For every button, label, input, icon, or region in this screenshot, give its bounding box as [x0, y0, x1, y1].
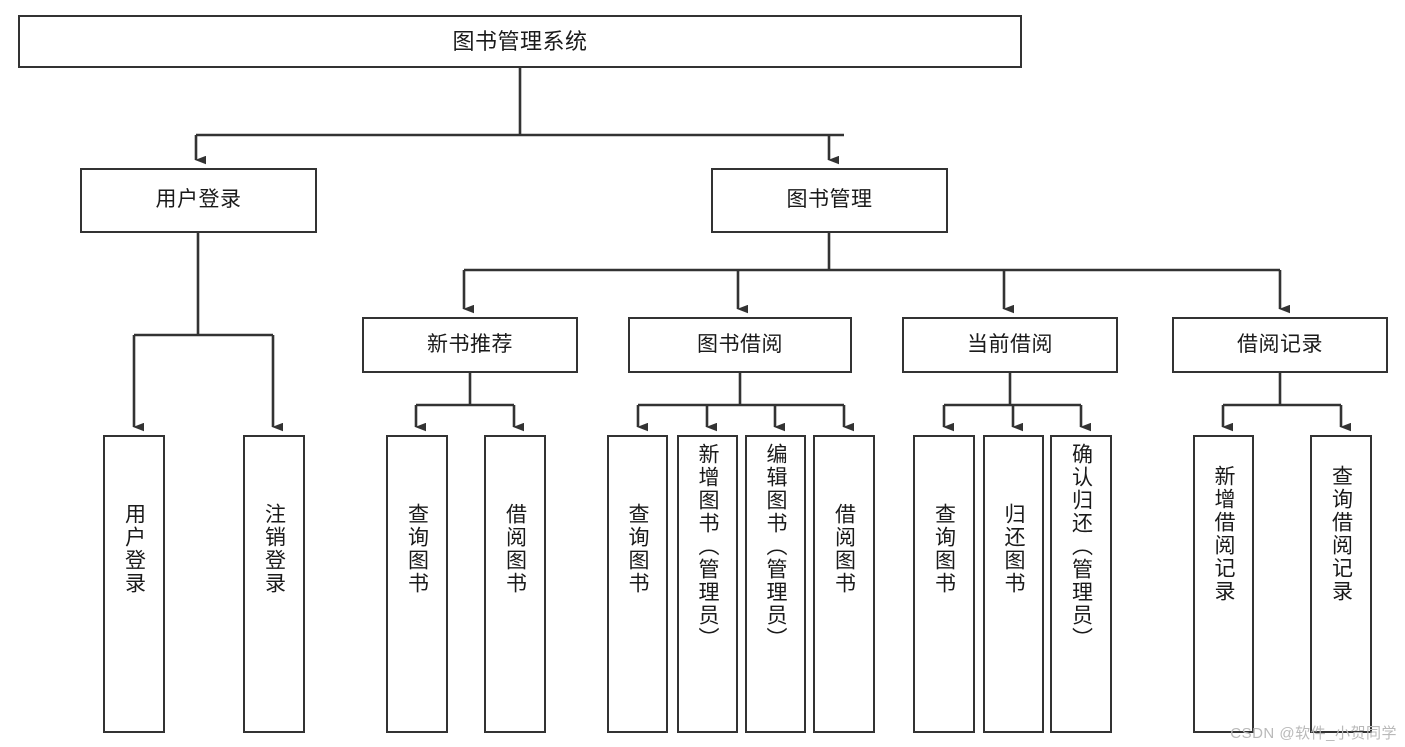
node-label: 新增图书（管理员）	[696, 443, 719, 650]
leaf-borrow-book-recommend[interactable]: 借阅图书	[484, 435, 546, 733]
node-current-borrow[interactable]: 当前借阅	[902, 317, 1118, 373]
node-label: 查询图书	[626, 503, 649, 595]
node-user-login[interactable]: 用户登录	[80, 168, 317, 233]
node-label: 注销登录	[262, 503, 286, 595]
node-label: 确认归还（管理员）	[1069, 443, 1093, 650]
node-label: 归还图书	[1002, 503, 1025, 595]
node-label: 图书管理系统	[452, 28, 588, 54]
node-label: 图书借阅	[697, 332, 783, 356]
leaf-return-book[interactable]: 归还图书	[983, 435, 1044, 733]
node-label: 查询借阅记录	[1329, 465, 1353, 603]
node-label: 新增借阅记录	[1212, 465, 1235, 603]
leaf-user-login[interactable]: 用户登录	[103, 435, 165, 733]
node-label: 用户登录	[122, 503, 146, 595]
node-root-book-management-system[interactable]: 图书管理系统	[18, 15, 1022, 68]
node-label: 图书管理	[786, 188, 873, 212]
leaf-add-borrow-record[interactable]: 新增借阅记录	[1193, 435, 1254, 733]
leaf-edit-book-admin[interactable]: 编辑图书（管理员）	[745, 435, 806, 733]
node-book-management[interactable]: 图书管理	[711, 168, 948, 233]
leaf-logout-login[interactable]: 注销登录	[243, 435, 305, 733]
node-label: 新书推荐	[427, 332, 513, 356]
csdn-watermark: CSDN @软件_小贺同学	[1230, 725, 1397, 742]
node-label: 借阅记录	[1237, 332, 1323, 356]
node-label: 用户登录	[155, 188, 242, 212]
leaf-query-borrow-record[interactable]: 查询借阅记录	[1310, 435, 1372, 733]
leaf-confirm-return-admin[interactable]: 确认归还（管理员）	[1050, 435, 1112, 733]
node-borrow-record[interactable]: 借阅记录	[1172, 317, 1388, 373]
node-label: 编辑图书（管理员）	[764, 443, 787, 650]
leaf-query-book-current[interactable]: 查询图书	[913, 435, 975, 733]
leaf-add-book-admin[interactable]: 新增图书（管理员）	[677, 435, 738, 733]
leaf-borrow-book-borrow[interactable]: 借阅图书	[813, 435, 875, 733]
node-book-borrow[interactable]: 图书借阅	[628, 317, 852, 373]
node-label: 查询图书	[932, 503, 956, 595]
node-label: 借阅图书	[503, 503, 527, 595]
node-label: 查询图书	[405, 503, 429, 595]
node-label: 当前借阅	[967, 332, 1053, 356]
node-new-book-recommend[interactable]: 新书推荐	[362, 317, 578, 373]
leaf-query-book-recommend[interactable]: 查询图书	[386, 435, 448, 733]
node-label: 借阅图书	[832, 503, 856, 595]
leaf-query-book-borrow[interactable]: 查询图书	[607, 435, 668, 733]
